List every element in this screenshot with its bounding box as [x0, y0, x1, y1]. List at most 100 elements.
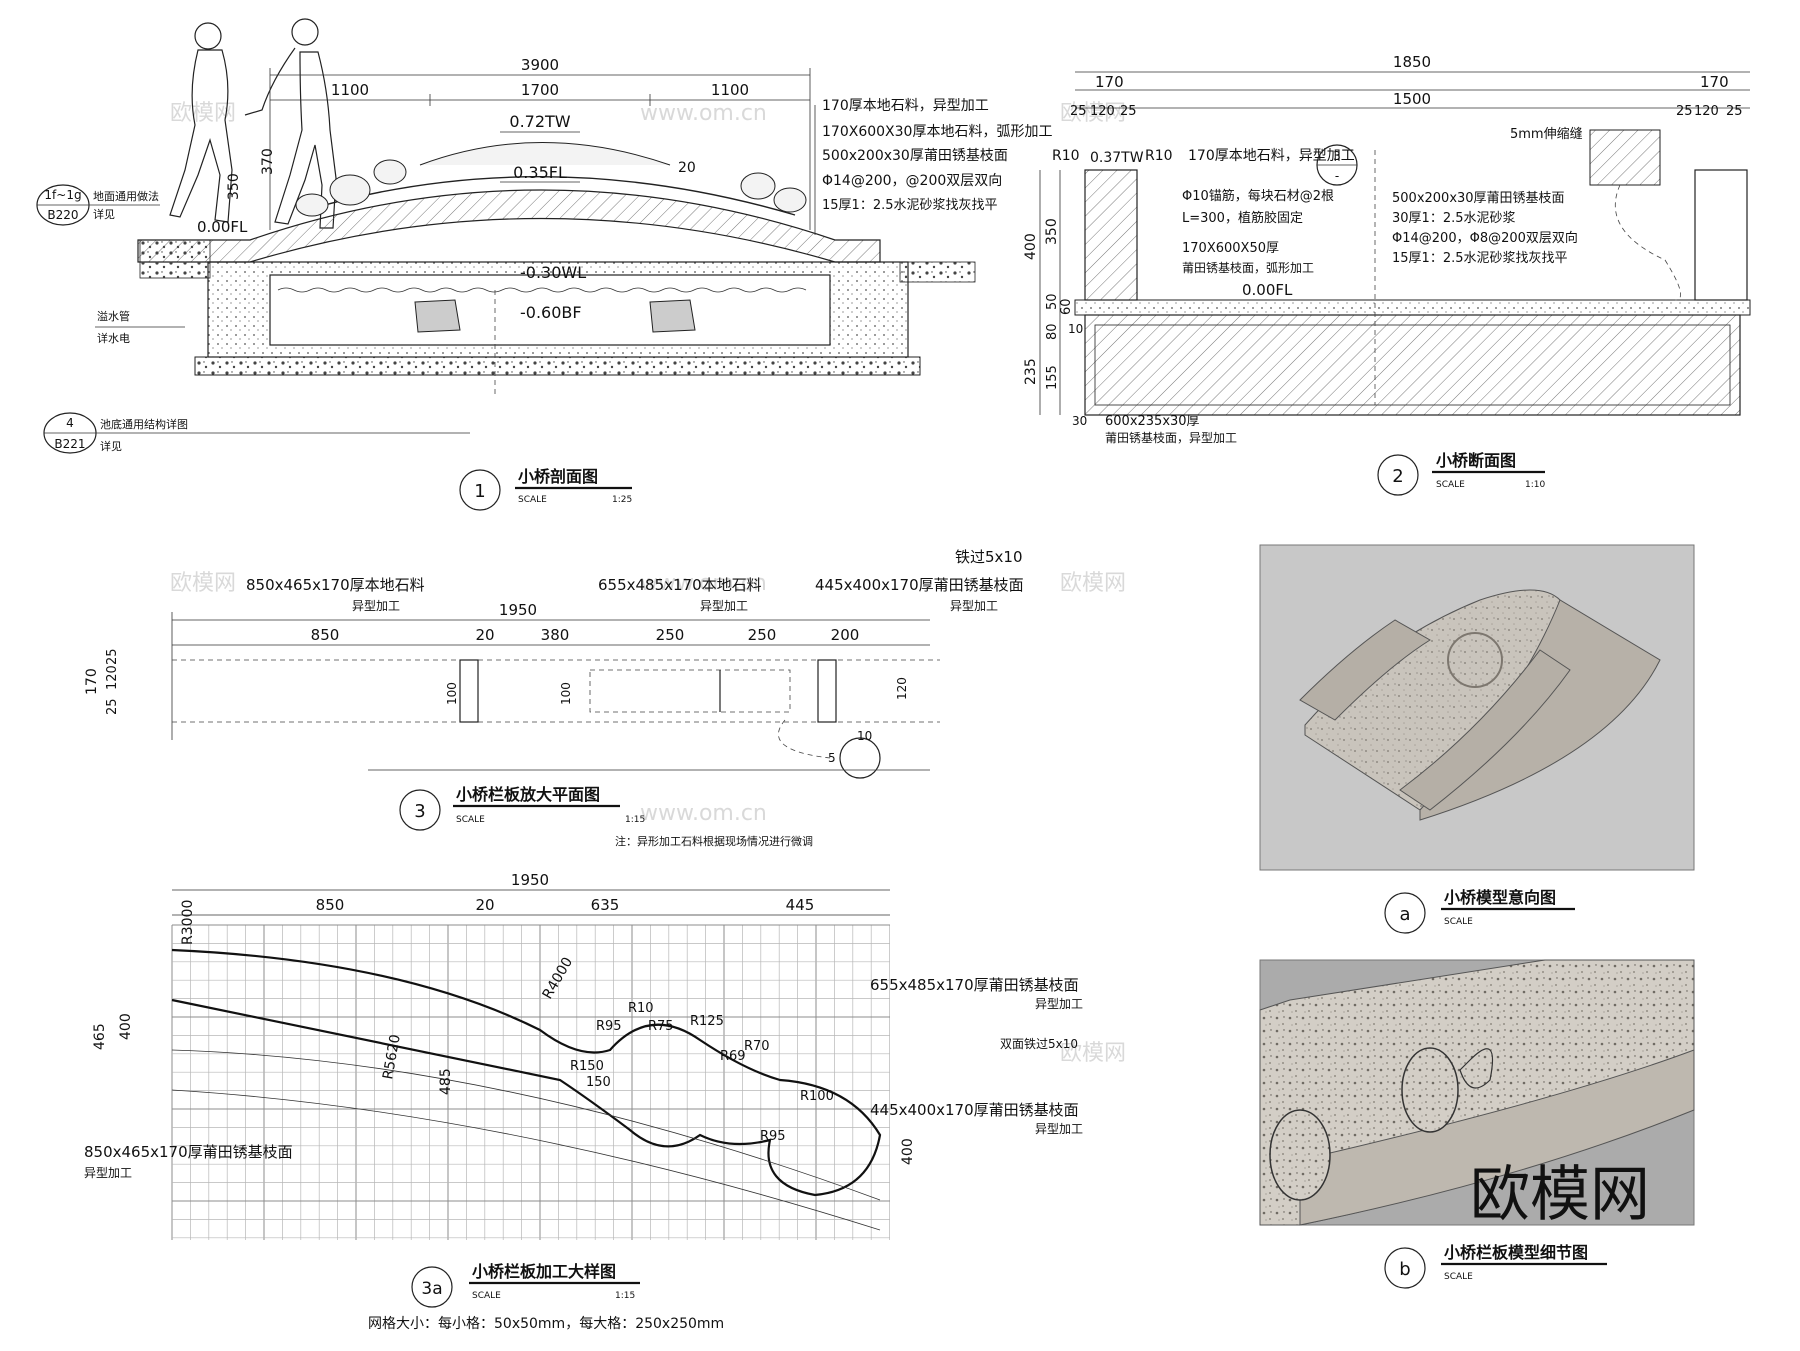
svg-text:2: 2	[1392, 466, 1403, 487]
drawing-3-plan: 850x465x170厚本地石料 异型加工 655x485x170本地石料 异型…	[84, 548, 1024, 848]
svg-text:850x465x170厚本地石料: 850x465x170厚本地石料	[246, 576, 425, 594]
level-tw: 0.72TW	[509, 112, 570, 131]
svg-text:120: 120	[895, 677, 909, 700]
svg-text:445: 445	[786, 896, 815, 914]
svg-text:170: 170	[84, 668, 100, 695]
svg-text:200: 200	[831, 626, 860, 644]
svg-text:1: 1	[474, 481, 485, 502]
svg-text:25: 25	[1676, 104, 1693, 119]
dim-350: 350	[226, 173, 242, 200]
dim-1100-right: 1100	[711, 81, 749, 99]
svg-text:400: 400	[118, 1013, 134, 1040]
svg-text:R125: R125	[690, 1014, 724, 1029]
svg-text:30: 30	[1072, 414, 1087, 428]
svg-text:1950: 1950	[511, 871, 549, 889]
svg-text:4: 4	[66, 416, 74, 430]
title-3a: 3a 小桥栏板加工大样图 SCALE 1:15 网格大小：每小格：50x50mm…	[368, 1262, 724, 1332]
svg-text:500x200x30厚莆田锈基枝面: 500x200x30厚莆田锈基枝面	[1392, 191, 1565, 206]
svg-text:B221: B221	[54, 437, 85, 451]
svg-text:120: 120	[1694, 104, 1719, 119]
svg-text:SCALE: SCALE	[1444, 1272, 1473, 1282]
joint-label: 5mm伸缩缝	[1510, 126, 1583, 142]
svg-text:异型加工: 异型加工	[352, 599, 400, 613]
svg-text:a: a	[1399, 904, 1410, 925]
dim-20: 20	[678, 160, 696, 176]
svg-text:250: 250	[748, 626, 777, 644]
note-1: 170厚本地石料，异型加工	[822, 98, 989, 114]
watermark: www.om.cn	[640, 801, 767, 826]
svg-text:850: 850	[311, 626, 340, 644]
svg-text:小桥栏板模型细节图: 小桥栏板模型细节图	[1444, 1243, 1588, 1262]
svg-text:170X600X50厚: 170X600X50厚	[1182, 241, 1279, 256]
level-fl: 0.35FL	[513, 163, 567, 182]
svg-text:445x400x170厚莆田锈基枝面: 445x400x170厚莆田锈基枝面	[815, 576, 1024, 594]
svg-text:100: 100	[559, 682, 573, 705]
svg-text:池底通用结构详图: 池底通用结构详图	[100, 417, 188, 431]
ref-bubble-b221: 4 B221 池底通用结构详图 详见	[43, 412, 470, 454]
model-image-a: a 小桥模型意向图 SCALE	[1259, 544, 1695, 934]
svg-text:莆田锈基枝面，弧形加工: 莆田锈基枝面，弧形加工	[1182, 260, 1314, 275]
level-bf: -0.60BF	[520, 303, 582, 322]
svg-text:1:10: 1:10	[1525, 480, 1545, 490]
brand-watermark: 欧模网	[1470, 1160, 1650, 1230]
dim-1100-left: 1100	[331, 81, 369, 99]
svg-text:铁过5x10: 铁过5x10	[955, 548, 1023, 566]
template-grid	[171, 924, 890, 1240]
svg-text:25: 25	[1120, 104, 1137, 119]
svg-text:R3000: R3000	[180, 900, 196, 945]
svg-text:异型加工: 异型加工	[1035, 1122, 1083, 1136]
svg-text:1:25: 1:25	[612, 495, 632, 505]
svg-text:R5620: R5620	[380, 1033, 404, 1080]
svg-text:异型加工: 异型加工	[1035, 997, 1083, 1011]
arch-deck	[137, 189, 881, 263]
svg-text:R150: R150	[570, 1059, 604, 1074]
watermark: www.om.cn	[640, 101, 767, 126]
svg-text:注：异形加工石料根据现场情况进行微调: 注：异形加工石料根据现场情况进行微调	[615, 834, 813, 848]
svg-text:小桥栏板放大平面图: 小桥栏板放大平面图	[456, 785, 600, 804]
pool-water	[269, 274, 831, 346]
caption-b: b 小桥栏板模型细节图 SCALE	[1384, 1243, 1607, 1289]
svg-text:R75: R75	[648, 1019, 674, 1034]
bridge-slab	[1084, 314, 1741, 416]
watermark: 欧模网	[170, 571, 236, 596]
svg-text:400: 400	[1023, 233, 1039, 260]
svg-text:60: 60	[1059, 298, 1074, 315]
svg-text:3a: 3a	[421, 1279, 442, 1299]
gravel-base	[194, 356, 921, 376]
svg-text:170: 170	[1095, 73, 1124, 91]
svg-text:SCALE: SCALE	[472, 1291, 501, 1301]
svg-text:详见: 详见	[93, 207, 115, 221]
svg-text:655x485x170厚莆田锈基枝面: 655x485x170厚莆田锈基枝面	[870, 976, 1079, 994]
svg-text:120: 120	[105, 665, 120, 690]
svg-text:5: 5	[828, 751, 836, 765]
note-2: 170X600X30厚本地石料，弧形加工	[822, 124, 1052, 140]
svg-text:120: 120	[1090, 104, 1115, 119]
svg-text:400: 400	[900, 1138, 916, 1165]
svg-text:0.37TW: 0.37TW	[1090, 150, 1144, 166]
svg-text:100: 100	[445, 682, 459, 705]
svg-text:10: 10	[1068, 322, 1083, 336]
note-3: 500x200x30厚莆田锈基枝面	[822, 147, 1008, 164]
svg-text:350: 350	[1044, 218, 1060, 245]
ref-bubble-b220: 1f~1g B220 地面通用做法 详见	[36, 184, 160, 226]
svg-text:150: 150	[586, 1075, 611, 1090]
dim-3900: 3900	[521, 56, 559, 74]
dim-1700: 1700	[521, 81, 559, 99]
svg-text:25: 25	[1070, 104, 1087, 119]
svg-text:小桥断面图: 小桥断面图	[1436, 451, 1516, 470]
svg-text:L=300，植筋胶固定: L=300，植筋胶固定	[1182, 210, 1303, 226]
drawing-2-cross-section: 1850 170 170 1500 25 120 25 25 120 25 5m…	[1023, 53, 1751, 496]
watermark: 欧模网	[1060, 101, 1126, 126]
svg-text:R10: R10	[1145, 148, 1173, 164]
svg-text:SCALE: SCALE	[518, 495, 547, 505]
svg-text:B220: B220	[47, 208, 78, 222]
title-3: 3 小桥栏板放大平面图 SCALE 1:15 注：异形加工石料根据现场情况进行微…	[399, 785, 813, 848]
svg-text:-: -	[1335, 169, 1339, 183]
svg-text:小桥模型意向图: 小桥模型意向图	[1444, 888, 1556, 907]
caption-a: a 小桥模型意向图 SCALE	[1384, 888, 1575, 934]
svg-text:15厚1：2.5水泥砂浆找灰找平: 15厚1：2.5水泥砂浆找灰找平	[1392, 251, 1568, 266]
ref-bubble-3: 3 -	[1316, 144, 1358, 186]
svg-text:10: 10	[857, 729, 872, 743]
svg-text:1f~1g: 1f~1g	[44, 188, 81, 202]
svg-text:20: 20	[475, 896, 494, 914]
